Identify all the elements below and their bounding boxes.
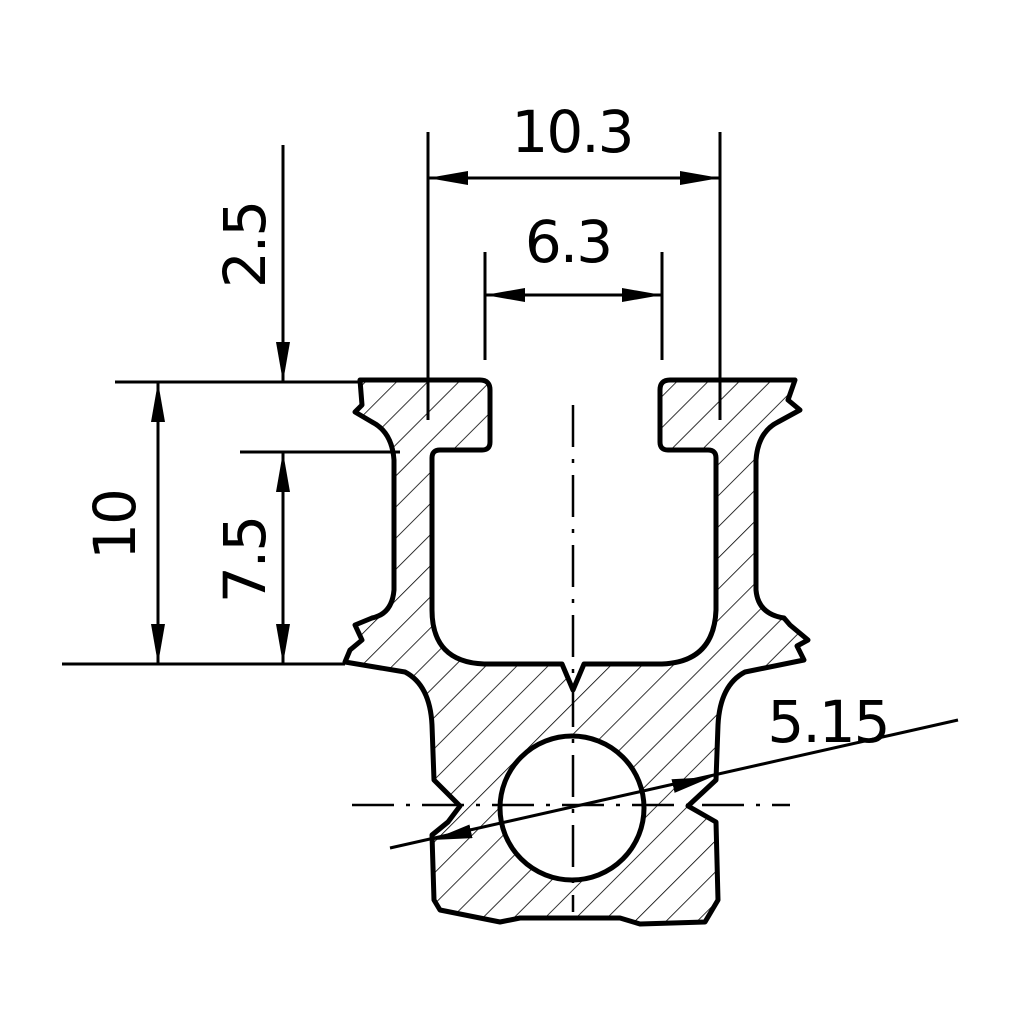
label-top-offset: 2.5: [211, 202, 279, 288]
label-hole-diameter: 5.15: [767, 688, 888, 756]
label-slot-depth: 7.5: [211, 517, 279, 603]
label-inner-slot-width: 6.3: [525, 208, 611, 276]
label-outer-slot-width: 10.3: [511, 98, 632, 166]
label-total-height: 10: [81, 490, 149, 560]
